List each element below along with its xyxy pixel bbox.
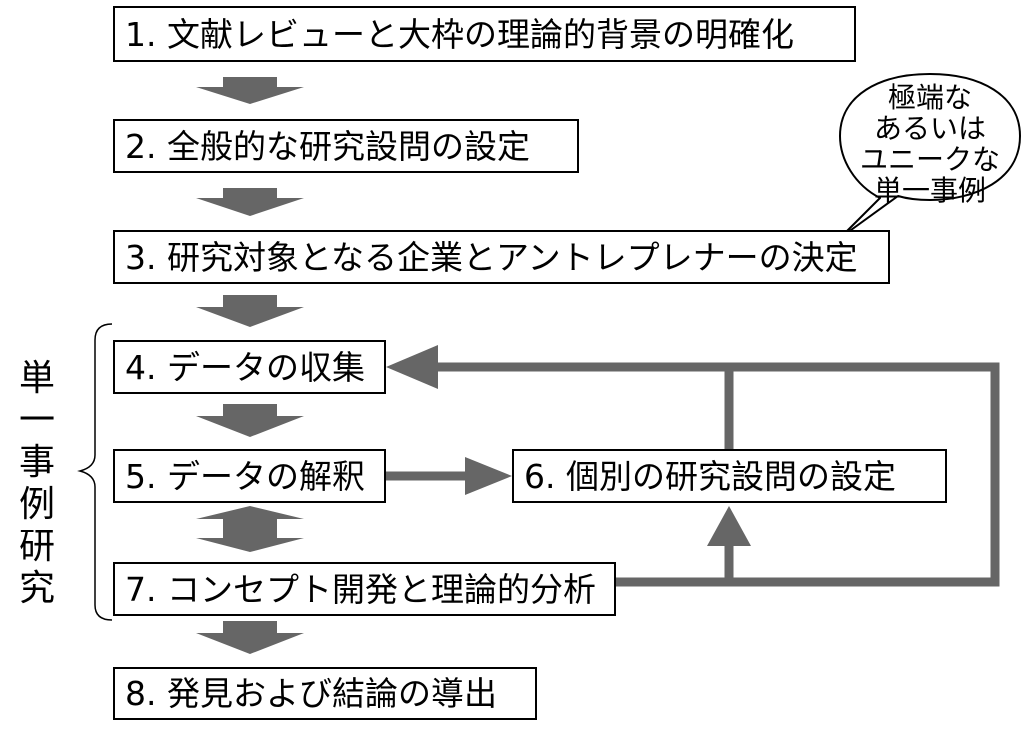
single-case-study-label: 単 一 事 例 研 究 <box>12 358 62 610</box>
step-5-data-interpretation: 5. データの解釈 <box>113 449 386 503</box>
down-arrow-7-8 <box>196 621 304 654</box>
step-6-specific-research-question: 6. 個別の研究設問の設定 <box>512 449 947 503</box>
step-7-concept-development: 7. コンセプト開発と理論的分析 <box>113 562 616 616</box>
arrow-5-to-6 <box>386 457 512 495</box>
step-2-general-research-question: 2. 全般的な研究設問の設定 <box>113 119 579 173</box>
side-label-char: 研 <box>18 526 55 567</box>
feedback-arrowhead-to-4 <box>386 345 438 389</box>
step-1-literature-review: 1. 文献レビューと大枠の理論的背景の明確化 <box>113 6 856 62</box>
side-label-char: 究 <box>18 568 55 609</box>
side-label-char: 一 <box>18 400 55 441</box>
feedback-loop-arrow <box>436 362 1000 587</box>
side-label-char: 単 <box>18 358 55 399</box>
side-label-char: 例 <box>18 484 55 525</box>
speech-bubble-text: 極端な あるいは ユニークな 単一事例 <box>840 82 1020 206</box>
speech-bubble-shape <box>839 73 1021 239</box>
bubble-line: あるいは <box>873 112 986 145</box>
side-label-char: 事 <box>18 442 55 483</box>
down-arrow-3-4 <box>196 295 304 327</box>
down-arrow-4-5 <box>196 404 304 437</box>
loop-branch-to-6 <box>707 367 751 582</box>
down-arrow-1-2 <box>196 77 304 104</box>
bubble-line: 極端な <box>887 81 972 114</box>
step-4-data-collection: 4. データの収集 <box>113 340 386 394</box>
single-case-bracket <box>77 323 113 621</box>
down-arrow-2-3 <box>196 188 304 216</box>
bubble-line: ユニークな <box>859 143 1000 176</box>
bubble-line: 単一事例 <box>873 174 986 207</box>
double-arrow-5-7 <box>196 506 304 552</box>
step-3-select-company-entrepreneur: 3. 研究対象となる企業とアントレプレナーの決定 <box>113 230 890 284</box>
step-8-findings-conclusion: 8. 発見および結論の導出 <box>113 667 537 720</box>
